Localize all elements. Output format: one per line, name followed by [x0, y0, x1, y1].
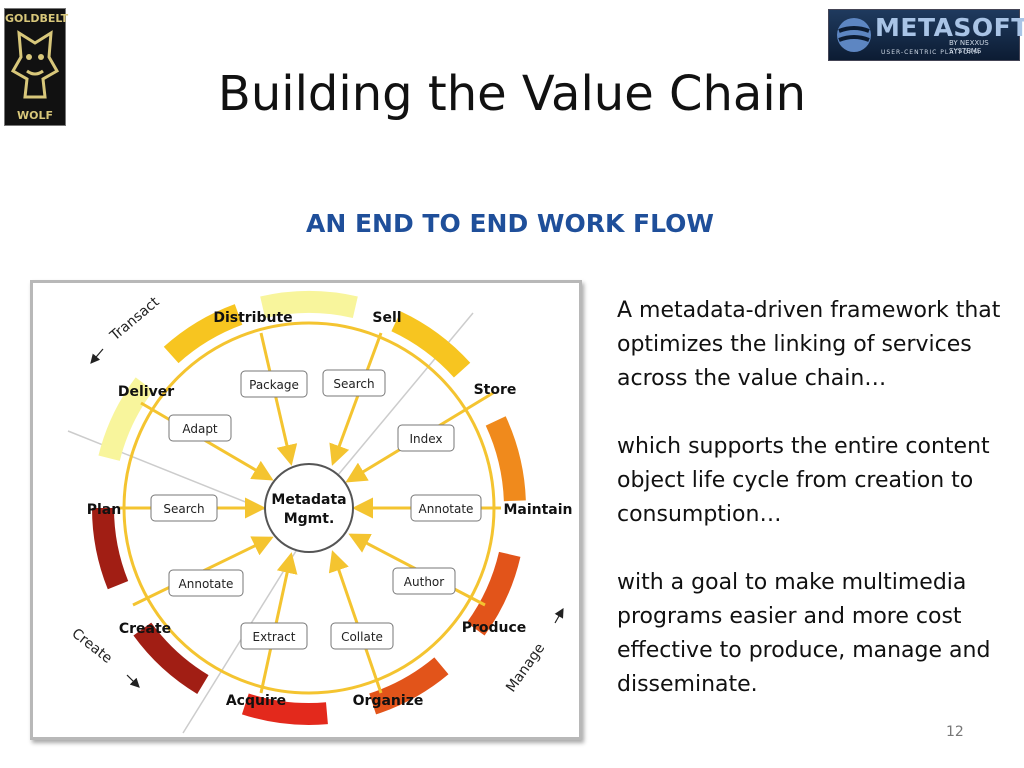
workflow-diagram: Metadata Mgmt. Package Search Index Anno… — [30, 280, 582, 740]
label-create: Create — [119, 621, 171, 637]
rim-segment — [92, 507, 129, 590]
author-box — [392, 567, 456, 595]
label-produce: Produce — [462, 620, 527, 636]
diagram-subtitle: AN END TO END WORK FLOW — [306, 209, 714, 238]
search-top-box-label: Search — [333, 377, 374, 391]
metasoft-globe-icon — [837, 18, 871, 52]
page-number: 12 — [946, 724, 964, 740]
center-label-line2: Mgmt. — [284, 511, 335, 527]
label-store: Store — [474, 382, 517, 398]
label-plan: Plan — [87, 502, 121, 518]
extract-box — [240, 622, 308, 650]
label-maintain: Maintain — [503, 502, 572, 518]
index-box-label: Index — [409, 432, 442, 446]
label-deliver: Deliver — [118, 384, 174, 400]
package-box-label: Package — [249, 378, 299, 392]
phase-create: Create — [69, 626, 116, 667]
inner-boxes: Package Search Index Annotate Author Col… — [150, 369, 482, 650]
label-acquire: Acquire — [226, 693, 286, 709]
rim-segment — [369, 657, 449, 715]
radial-arrows — [119, 332, 501, 694]
rim-segment — [133, 622, 209, 695]
description-paragraph-1: A metadata-driven framework that optimiz… — [617, 298, 1001, 391]
rim-segment — [241, 693, 328, 725]
create-arrow — [126, 674, 140, 688]
collate-box — [330, 622, 394, 650]
logo-right-sub1: BY NEXXUS SYSTEMS — [949, 39, 989, 55]
author-box-label: Author — [404, 575, 444, 589]
manage-arrow — [554, 607, 564, 624]
rim-segment — [485, 416, 526, 502]
rim-segment — [260, 291, 358, 319]
rim-segment — [98, 377, 154, 462]
metadata-mgmt-hub — [264, 463, 354, 553]
center-label-line1: Metadata — [271, 492, 346, 508]
description-paragraph-2: which supports the entire content object… — [617, 434, 990, 527]
collate-box-label: Collate — [341, 630, 383, 644]
description-text: A metadata-driven framework that optimiz… — [617, 294, 1017, 736]
adapt-box — [168, 414, 232, 442]
wolf-emblem-icon — [10, 30, 60, 99]
phase-manage: Manage — [503, 641, 548, 696]
annotate-right-box-label: Annotate — [419, 502, 474, 516]
extract-box-label: Extract — [253, 630, 296, 644]
annotate-left-box-label: Annotate — [179, 577, 234, 591]
logo-left-bottom-text: WOLF — [16, 109, 53, 122]
radial-arrow — [329, 332, 383, 466]
rim-segment — [391, 311, 471, 378]
phase-transact: Transact — [107, 294, 163, 345]
outer-rim — [92, 291, 526, 725]
background-line — [322, 312, 474, 494]
label-distribute: Distribute — [213, 310, 292, 326]
rim-segment — [163, 304, 243, 364]
description-paragraph-3: with a goal to make multimedia programs … — [617, 570, 991, 697]
workflow-diagram-svg: Metadata Mgmt. Package Search Index Anno… — [67, 291, 573, 734]
label-sell: Sell — [372, 310, 401, 326]
search-left-box-label: Search — [163, 502, 204, 516]
adapt-box-label: Adapt — [182, 422, 218, 436]
annotate-right-box — [410, 494, 482, 522]
metasoft-logo: METASOFT BY NEXXUS SYSTEMS USER-CENTRIC … — [828, 9, 1024, 61]
logo-right-sub2: USER-CENTRIC PLATFORM — [881, 49, 981, 56]
search-left-box — [150, 494, 218, 522]
rim-segment — [466, 551, 521, 636]
logo-right-name: METASOFT — [875, 13, 1024, 42]
radial-arrow — [259, 332, 298, 466]
label-organize: Organize — [353, 693, 424, 709]
logo-left-top-text: GOLDBELT — [5, 12, 69, 25]
package-box — [240, 370, 308, 398]
search-top-box — [322, 369, 386, 397]
annotate-left-box — [168, 569, 244, 597]
transact-arrow — [90, 348, 104, 364]
goldbelt-wolf-logo: GOLDBELT WOLF — [4, 8, 69, 126]
outer-labels: Distribute Sell Store Maintain Produce O… — [87, 310, 573, 709]
slide-title: Building the Value Chain — [217, 66, 807, 122]
index-box — [397, 424, 455, 452]
